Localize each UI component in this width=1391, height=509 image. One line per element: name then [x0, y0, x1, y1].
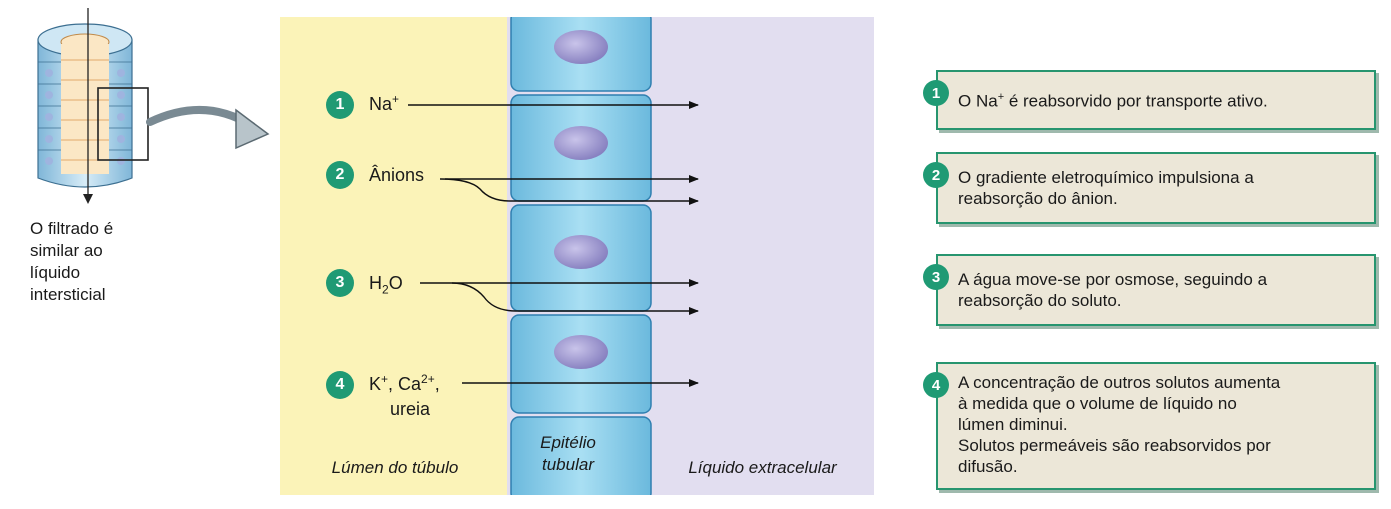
step-1-badge: 1 [326, 91, 354, 119]
solute-comma: , [434, 374, 440, 394]
note-4-line: difusão. [958, 457, 1018, 476]
note-4-line: à medida que o volume de líquido no [958, 394, 1237, 413]
note-1-badge: 1 [923, 80, 949, 106]
cell-nucleus [554, 335, 608, 369]
note-3-badge: 3 [923, 264, 949, 290]
step-4-badge: 4 [326, 371, 354, 399]
note-2-line: reabsorção do ânion. [958, 189, 1118, 208]
solute-na-symbol: Na [369, 94, 393, 114]
epithelium-label-line: tubular [542, 455, 594, 474]
reabsorption-panel [280, 17, 874, 495]
filtrate-caption-line: O filtrado é [30, 219, 114, 238]
step-3-badge: 3 [326, 269, 354, 297]
ecf-label: Líquido extracelular [688, 458, 837, 477]
solute-k-ca: K+, Ca2+, [369, 372, 440, 395]
filtrate-caption: O filtrado é similar ao líquido intersti… [30, 218, 113, 306]
tubule-schematic [37, 8, 270, 204]
solute-water: H2O [369, 273, 403, 297]
note-1-pre: O Na [958, 91, 998, 111]
epithelial-cell [510, 416, 652, 495]
note-3-line: A água move-se por osmose, seguindo a [958, 270, 1268, 289]
solute-urea: ureia [390, 399, 431, 419]
filtrate-caption-line: similar ao [30, 241, 103, 260]
note-box-4: 4 A concentração de outros solutos aumen… [923, 362, 1376, 490]
note-1-sup: + [997, 91, 1005, 103]
epithelium-label: Epitélio tubular [510, 432, 626, 476]
solute-na-charge: + [392, 92, 400, 106]
solute-ca-charge: 2+ [421, 372, 435, 386]
lumen-label: Lúmen do túbulo [331, 458, 459, 477]
epithelium-label-line: Epitélio [540, 433, 596, 452]
note-1-text: O Na+ é reabsorvido por transporte ativo… [958, 87, 1364, 112]
note-2-line: O gradiente eletroquímico impulsiona a [958, 168, 1254, 187]
cell-nucleus [554, 235, 608, 269]
filtrate-caption-line: líquido [30, 263, 81, 282]
note-2-badge: 2 [923, 162, 949, 188]
note-4-line: Solutos permeáveis são reabsorvidos por [958, 436, 1271, 455]
solute-ca: , Ca [388, 374, 422, 394]
cell-nucleus [554, 30, 608, 64]
solute-water-sub: 2 [382, 282, 389, 297]
solute-na: Na+ [369, 92, 399, 115]
note-4-line: A concentração de outros solutos aumenta [958, 373, 1281, 392]
cell-nucleus [554, 126, 608, 160]
lumen-zone [280, 17, 507, 495]
note-box-1: 1 O Na+ é reabsorvido por transporte ati… [923, 70, 1376, 130]
solute-water-o: O [388, 273, 403, 293]
filtrate-caption-line: intersticial [30, 285, 106, 304]
solute-k: K [369, 374, 382, 394]
note-box-3: 3 A água move-se por osmose, seguindo a … [923, 254, 1376, 326]
solute-anions: Ânions [369, 165, 425, 185]
note-4-line: lúmen diminui. [958, 415, 1068, 434]
arrow-anions-diffusion [439, 178, 699, 205]
epithelium-and-arrows [408, 17, 699, 495]
note-4-badge: 4 [923, 372, 949, 398]
arrow-water-osmosis [451, 282, 699, 315]
note-box-2: 2 O gradiente eletroquímico impulsiona a… [923, 152, 1376, 224]
solute-water-h: H [369, 273, 382, 293]
note-1-post: é reabsorvido por transporte ativo. [1004, 91, 1268, 111]
note-3-line: reabsorção do soluto. [958, 291, 1122, 310]
solute-k-charge: + [381, 372, 389, 386]
step-2-badge: 2 [326, 161, 354, 189]
